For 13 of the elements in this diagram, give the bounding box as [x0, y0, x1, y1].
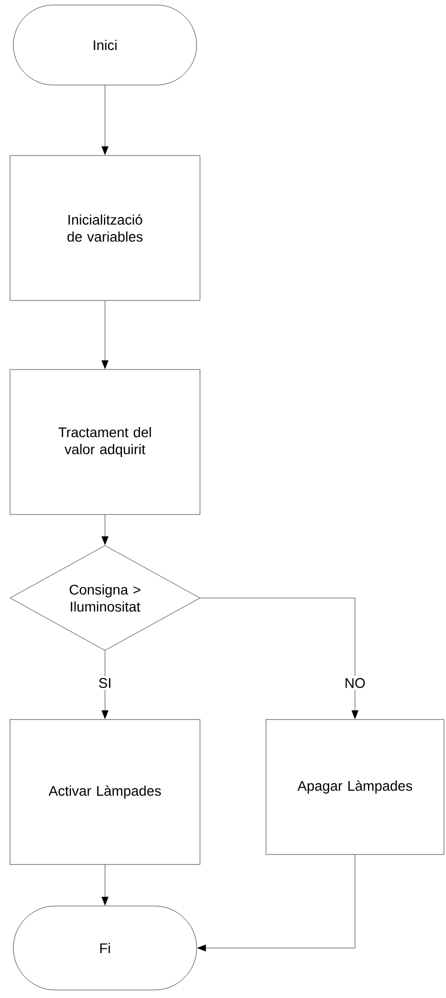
arrow — [200, 598, 358, 719]
process-box: Apagar Làmpades — [266, 719, 444, 855]
arrow — [197, 854, 356, 952]
arrow — [102, 650, 108, 719]
arrow — [102, 300, 108, 369]
arrow — [102, 514, 108, 545]
arrow — [102, 85, 108, 155]
process-box: Tractament del valor adquirit — [10, 369, 200, 515]
edge-label: NO — [342, 676, 368, 690]
process-box: Inicialització de variables — [10, 155, 200, 301]
arrow — [102, 864, 108, 906]
process-box: Activar Làmpades — [10, 719, 200, 865]
edge-label: SI — [96, 676, 114, 690]
